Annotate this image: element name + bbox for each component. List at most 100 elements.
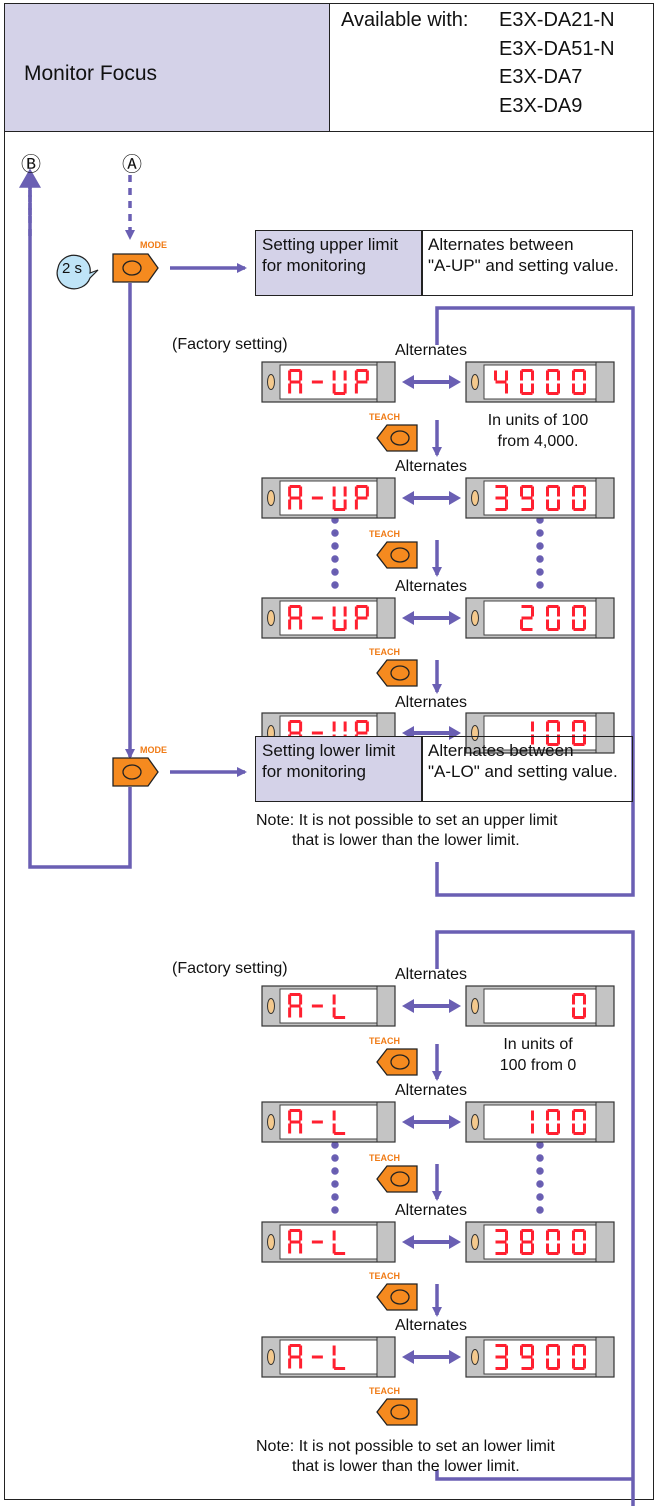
segment [299,486,303,497]
segment [332,1345,336,1356]
segment [557,619,560,630]
segment [332,1110,336,1121]
continuation-dot [331,1193,339,1201]
segment [521,1229,533,1232]
segment [311,1004,323,1008]
segment [572,994,575,1005]
continuation-dot [536,581,544,589]
continuation-dot [536,1167,544,1175]
segment [334,1252,346,1255]
segment [573,369,585,372]
segment [495,1344,507,1347]
segment [572,1123,575,1134]
upper-desc-line2: "A-UP" and setting value. [428,256,619,275]
segment [547,485,559,488]
segment [289,1229,301,1232]
segment [343,619,347,630]
lower-display-value-3 [465,1221,615,1263]
segment [583,619,586,630]
segment [557,370,560,381]
button-body [376,1048,418,1076]
button-ring [390,547,410,563]
button-ring [122,260,142,276]
lower-teach-button-1: TEACH [369,1036,418,1076]
connector-a: Ⓐ [122,154,142,176]
segment [572,1007,575,1018]
lower-teach-button-3: TEACH [369,1271,418,1311]
button-body [376,1398,418,1426]
segment [546,1230,549,1241]
segment [531,721,534,732]
alternate-arrow-head-left [402,1115,414,1129]
segment [289,1344,301,1347]
segment [343,606,347,617]
lower-loop-bottom [435,1470,633,1481]
teach-label: TEACH [369,529,400,539]
segment [531,1123,534,1134]
segment [505,486,508,497]
hold-time-label: 2 s [62,260,83,277]
segment [334,1016,346,1019]
upper-note-1: Note: It is not possible to set an upper… [256,812,558,829]
segment [521,616,533,620]
segment [583,383,586,394]
segment [520,1345,523,1356]
lower-alternates-2: Alternates [395,1082,468,1099]
upper-note-2: that is lower than the lower limit. [292,832,520,849]
segment [343,486,347,497]
segment [546,619,549,630]
segment [557,734,560,745]
segment [495,380,507,384]
segment [289,485,301,488]
indicator-led [471,1349,479,1365]
continuation-dot [536,1180,544,1188]
segment [547,1132,559,1135]
continuation-dot [536,1193,544,1201]
segment [311,731,323,735]
segment [289,605,301,608]
alternate-arrow-head-left [402,1350,414,1364]
segment [546,370,549,381]
mode-label-lower: MODE [140,745,167,755]
segment [495,1367,507,1370]
mode-label-upper: MODE [140,240,167,250]
segment [557,1243,560,1254]
upper-display-label-3 [261,597,396,639]
model-2: E3X-DA51-N [499,38,615,60]
lower-display-value-4 [465,1336,615,1378]
segment [354,486,358,497]
segment [495,508,507,511]
alternate-arrow-head-right [449,611,461,625]
segment [289,1109,301,1112]
continuation-dot [331,1206,339,1214]
segment [299,1123,303,1134]
segment [299,619,303,630]
segment [334,1132,346,1135]
segment [572,499,575,510]
segment [546,721,549,732]
segment [332,1123,336,1134]
segment [546,1358,549,1369]
segment [356,485,368,488]
segment [356,616,368,620]
segment [572,734,575,745]
segment [520,619,523,630]
continuation-dot [331,542,339,550]
indicator-led [471,490,479,506]
segment [531,383,534,394]
button-body [376,1165,418,1193]
segment [520,370,523,381]
teach-label: TEACH [369,647,400,657]
segment [311,1120,323,1124]
segment [547,720,559,723]
segment [332,486,336,497]
header-models-cell [329,3,654,132]
alternate-arrow-head-left [402,1235,414,1249]
segment [546,383,549,394]
alternate-arrow-head-left [402,999,414,1013]
segment [572,383,575,394]
segment [546,1110,549,1121]
segment [521,369,533,372]
lower-unit-note-1: In units of [503,1036,573,1053]
upper-teach-button-2: TEACH [369,529,418,569]
